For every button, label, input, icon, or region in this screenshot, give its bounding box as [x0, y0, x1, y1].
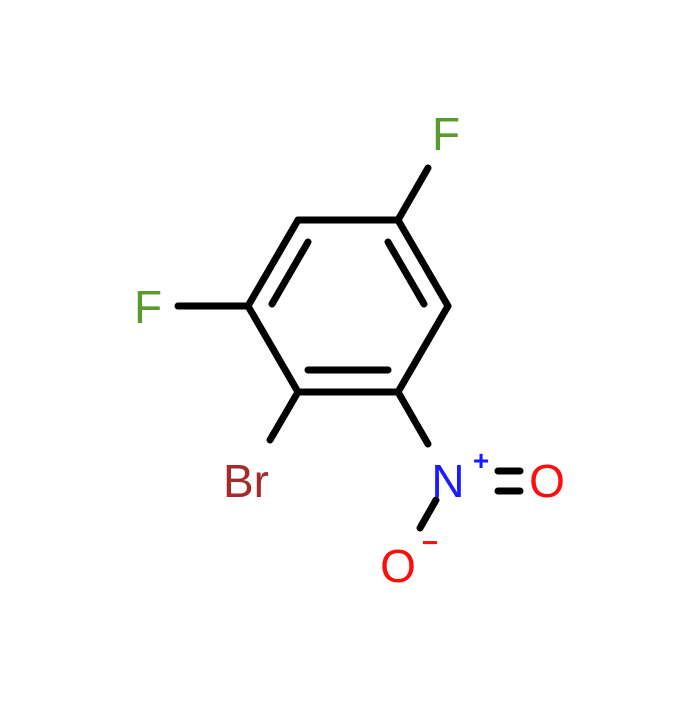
atom-n: N	[431, 455, 464, 507]
charge-o-minus: −	[422, 527, 438, 558]
bond-c4-n	[394, 388, 432, 448]
atom-f-top: F	[432, 108, 460, 160]
atom-o-minus: O	[380, 540, 416, 592]
atom-o-double: O	[529, 455, 565, 507]
atom-f-left: F	[134, 281, 162, 333]
double-bond-inner-c6-c1	[268, 238, 312, 308]
bond-c5-c6	[244, 302, 302, 396]
bond-c3-c4	[394, 302, 452, 396]
bond-n-o-minus	[416, 496, 440, 532]
bond-c2-c3	[394, 216, 452, 310]
atom-br: Br	[223, 455, 269, 507]
double-bond-inner-c2-c3	[384, 238, 428, 308]
bond-c5-br	[266, 388, 302, 444]
charge-n-plus: +	[473, 445, 489, 476]
bond-c2-f-top	[394, 164, 432, 224]
bond-c6-c1	[244, 216, 302, 310]
